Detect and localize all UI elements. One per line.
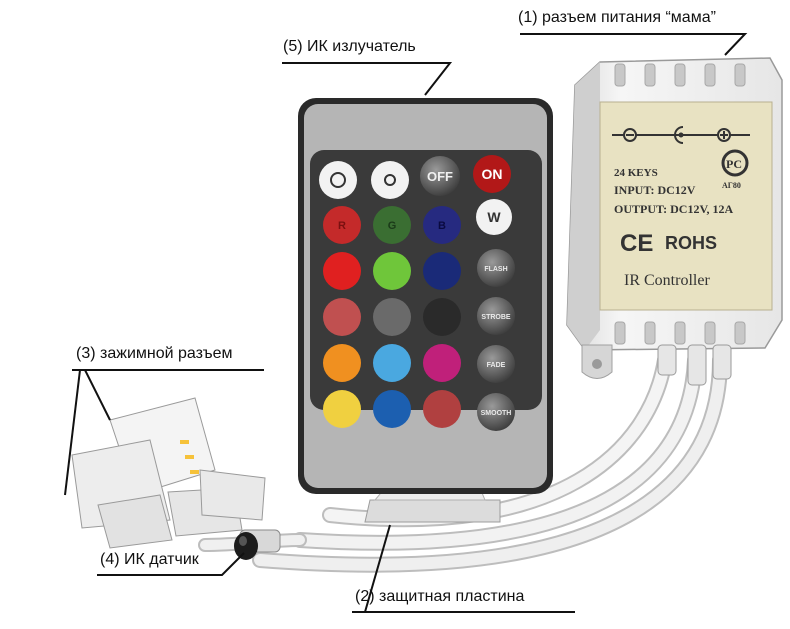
ir-sensor-part <box>234 529 281 560</box>
ir-controller: 24 KEYS INPUT: DC12V OUTPUT: DC12V, 12A … <box>566 57 783 386</box>
color-button[interactable] <box>423 344 461 382</box>
label-protective-plate: (2) защитная пластина <box>355 588 525 605</box>
controller-input: INPUT: DC12V <box>614 183 696 197</box>
controller-output: OUTPUT: DC12V, 12A <box>614 202 734 216</box>
fade-label: FADE <box>487 362 506 369</box>
label-ir-emitter: (5) ИК излучатель <box>283 38 416 55</box>
color-button[interactable] <box>373 252 411 290</box>
controller-keys: 24 KEYS <box>614 167 658 179</box>
b-label: B <box>438 220 446 232</box>
color-button[interactable] <box>373 344 411 382</box>
label-power-socket: (1) разъем питания “мама” <box>518 9 716 26</box>
off-label: OFF <box>427 169 453 184</box>
color-button[interactable] <box>423 298 461 336</box>
color-button[interactable] <box>323 390 361 428</box>
color-button[interactable] <box>423 390 461 428</box>
color-button[interactable] <box>373 206 411 244</box>
flash-button[interactable] <box>477 249 515 287</box>
fade-button[interactable] <box>477 345 515 383</box>
brightness-up-icon[interactable] <box>319 161 357 199</box>
r-label: R <box>338 220 346 232</box>
color-button[interactable] <box>373 390 411 428</box>
on-button[interactable] <box>473 155 511 193</box>
label-clamp-connector: (3) зажимной разъем <box>76 345 233 362</box>
label-ir-sensor: (4) ИК датчик <box>100 551 199 568</box>
color-button[interactable] <box>423 206 461 244</box>
color-button[interactable] <box>373 298 411 336</box>
color-button[interactable] <box>323 206 361 244</box>
white-button[interactable] <box>476 199 512 235</box>
strobe-button[interactable] <box>477 297 515 335</box>
strobe-label: STROBE <box>481 314 511 321</box>
rst-mark-text: PC <box>726 157 742 171</box>
brightness-down-icon[interactable] <box>371 161 409 199</box>
mode-buttons: FLASH STROBE FADE SMOOTH <box>477 249 515 431</box>
on-label: ON <box>482 166 503 182</box>
g-label: G <box>388 220 397 232</box>
rohs-mark: ROHS <box>665 233 717 253</box>
ce-mark: CE <box>620 230 653 257</box>
controller-sticker <box>599 101 773 311</box>
smooth-label: SMOOTH <box>481 410 512 417</box>
color-button-grid <box>323 206 461 428</box>
controller-name: IR Controller <box>624 272 710 289</box>
flash-label: FLASH <box>484 266 507 273</box>
clamp-connectors <box>71 397 266 549</box>
color-button[interactable] <box>323 252 361 290</box>
off-button[interactable] <box>420 156 460 196</box>
ir-remote: OFF ON R G B W FLASH STROBE FADE SMOOTH <box>298 98 553 494</box>
rst-mark-code: АГ80 <box>722 181 741 190</box>
w-label: W <box>487 209 501 225</box>
color-button[interactable] <box>323 344 361 382</box>
leader-lines <box>64 33 748 613</box>
rst-mark-logo <box>721 149 749 177</box>
color-button[interactable] <box>423 252 461 290</box>
smooth-button[interactable] <box>477 393 515 431</box>
color-button[interactable] <box>323 298 361 336</box>
